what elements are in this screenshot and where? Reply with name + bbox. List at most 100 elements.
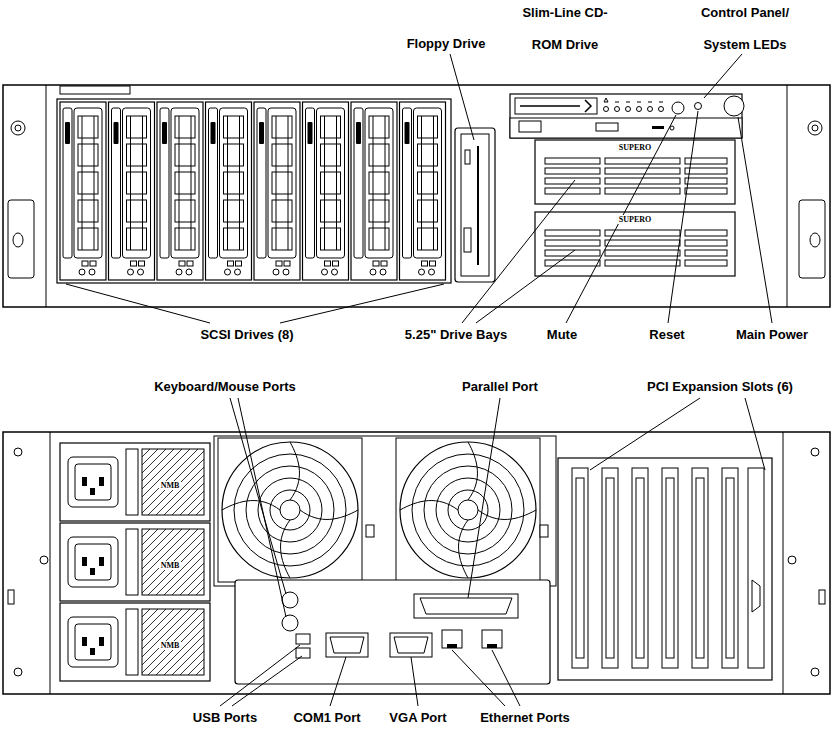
drive-cage <box>60 102 106 280</box>
leader-lines <box>738 117 772 323</box>
callout-label: Reset <box>649 327 684 343</box>
io-shield <box>487 644 497 648</box>
io-shield <box>282 592 298 608</box>
control-panel <box>510 118 742 138</box>
front-chassis <box>810 233 820 247</box>
drive-cage <box>303 102 349 280</box>
leader-lines-rear <box>590 398 700 470</box>
rear-chassis <box>3 432 830 694</box>
leader-lines-rear <box>230 398 286 594</box>
io-shield <box>390 633 432 657</box>
pci-slots <box>602 468 618 668</box>
pci-slots <box>558 458 772 680</box>
callout-label: PCI Expansion Slots (6) <box>647 379 793 395</box>
control-panel <box>648 107 653 112</box>
io-shield <box>282 615 298 631</box>
front-chassis <box>15 125 21 131</box>
callout-label: USB Ports <box>193 710 257 726</box>
callout-label: Ethernet Ports <box>480 710 570 726</box>
front-chassis <box>799 200 825 278</box>
leader-lines-rear <box>745 398 765 470</box>
io-shield <box>296 648 310 658</box>
leader-lines-rear <box>452 650 505 706</box>
io-shield <box>447 644 457 648</box>
rear-chassis <box>14 668 22 676</box>
rear-chassis <box>3 432 830 694</box>
callout-label: SCSI Drives (8) <box>200 327 293 343</box>
callout-label: Floppy Drive <box>407 36 486 52</box>
fans <box>214 436 556 586</box>
io-shield <box>296 634 310 644</box>
control-panel <box>659 107 664 112</box>
drive-cage <box>57 99 451 283</box>
leader-lines-rear <box>330 657 346 706</box>
front-chassis <box>808 121 822 135</box>
rear-chassis <box>811 448 819 456</box>
front-chassis <box>787 85 788 307</box>
drive-bays <box>535 212 735 276</box>
power-supplies <box>60 443 210 681</box>
brand-text: NMB <box>159 561 182 570</box>
pci-slots <box>662 468 678 668</box>
control-panel <box>519 121 541 132</box>
pci-slots <box>558 458 772 680</box>
leader-lines <box>668 111 698 323</box>
floppy-drive <box>465 150 470 164</box>
callout-label: Mute <box>547 327 577 343</box>
floppy-drive <box>455 128 495 282</box>
fans <box>540 525 548 537</box>
drive-cage <box>206 102 252 280</box>
control-panel <box>510 94 744 138</box>
power-supplies <box>60 603 210 681</box>
control-panel <box>652 126 664 129</box>
callout-label: VGA Port <box>389 710 446 726</box>
io-shield <box>414 594 518 618</box>
leader-lines <box>462 180 575 323</box>
io-shield <box>482 630 502 648</box>
front-chassis <box>812 125 818 131</box>
fans <box>218 438 362 582</box>
front-chassis <box>3 85 830 307</box>
front-chassis <box>8 200 34 278</box>
rear-chassis <box>788 556 796 564</box>
callout-label: Main Power <box>736 327 808 343</box>
control-panel <box>672 102 684 114</box>
power-supplies <box>60 523 210 601</box>
drive-cage <box>400 102 446 280</box>
leader-lines-rear <box>220 398 765 706</box>
control-panel <box>604 98 663 102</box>
fans <box>366 525 374 537</box>
leader-lines-rear <box>238 398 286 617</box>
control-panel <box>515 98 597 114</box>
rear-chassis <box>50 432 51 694</box>
floppy-drive <box>455 128 495 282</box>
control-panel <box>596 123 618 131</box>
io-shield <box>330 637 364 653</box>
leader-lines <box>566 115 676 323</box>
io-shield <box>235 580 550 684</box>
brand-text: NMB <box>159 641 182 650</box>
rear-chassis <box>811 668 819 676</box>
control-panel <box>637 107 642 112</box>
rear-chassis <box>819 590 825 604</box>
pci-slots <box>572 468 588 668</box>
drive-cage <box>351 102 397 280</box>
front-chassis <box>13 233 23 247</box>
control-panel <box>510 94 742 138</box>
control-panel <box>626 107 631 112</box>
pci-slots <box>692 468 708 668</box>
drive-bays <box>535 140 735 276</box>
io-shield <box>235 580 550 684</box>
callout-label: 5.25" Drive Bays <box>405 327 507 343</box>
front-chassis <box>3 85 830 307</box>
control-panel <box>724 96 744 116</box>
pci-slots <box>748 468 764 668</box>
rear-chassis <box>783 432 784 694</box>
pci-slots <box>632 468 648 668</box>
drive-cage <box>57 99 451 283</box>
front-chassis <box>60 86 130 94</box>
front-chassis <box>11 121 25 135</box>
leader-lines <box>66 54 772 323</box>
leader-lines-rear <box>411 657 418 706</box>
